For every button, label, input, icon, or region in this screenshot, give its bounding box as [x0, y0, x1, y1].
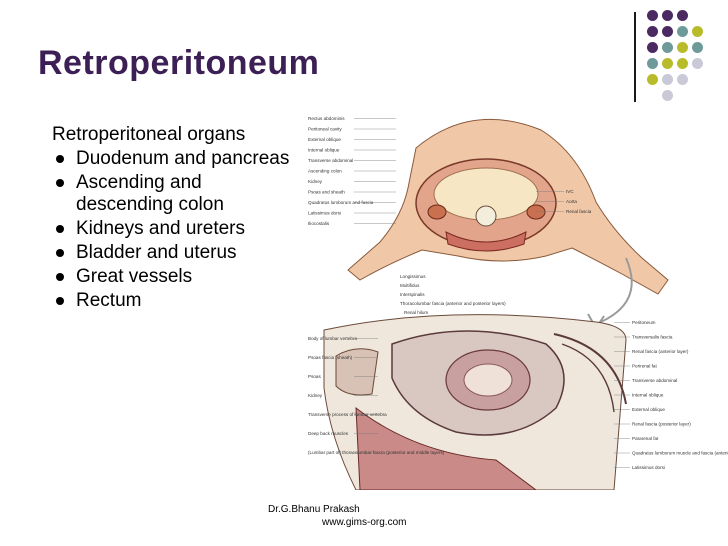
- slide-content: Retroperitoneal organs Duodenum and panc…: [52, 124, 292, 314]
- bullet-item: Ascending and descending colon: [52, 172, 292, 216]
- bullet-item: Kidneys and ureters: [52, 218, 292, 240]
- decorative-dot: [677, 74, 688, 85]
- figure-label: Transversalis fascia: [632, 335, 673, 340]
- decorative-dot: [692, 26, 703, 37]
- bullet-item: Bladder and uterus: [52, 242, 292, 264]
- decorative-dot: [647, 10, 658, 21]
- footer-author: Dr.G.Bhanu Prakash: [268, 504, 360, 515]
- bullet-item: Great vessels: [52, 266, 292, 288]
- slide-title: Retroperitoneum: [38, 44, 320, 82]
- decorative-dot: [647, 58, 658, 69]
- bullet-intro: Retroperitoneal organs: [52, 124, 246, 145]
- figure-label: Aorta: [566, 199, 577, 204]
- decorative-dot: [662, 58, 673, 69]
- cross-section-top: [347, 119, 669, 330]
- decorative-dot: [662, 42, 673, 53]
- figure-label: Latissimus dorsi: [308, 211, 341, 216]
- figure-label: Peritoneal cavity: [308, 127, 342, 132]
- decorative-dot: [647, 26, 658, 37]
- decorative-dot: [677, 10, 688, 21]
- figure-label: Kidney: [308, 393, 323, 398]
- decorative-dot: [677, 58, 688, 69]
- slide-footer: Dr.G.Bhanu Prakash www.gims-org.com: [268, 503, 406, 529]
- figure-label: Rectus abdominis: [308, 116, 345, 121]
- figure-label: Renal fascia (posterior layer): [632, 422, 691, 427]
- figure-label: Latissimus dorsi: [632, 465, 665, 470]
- figure-label: Multifidus: [400, 283, 420, 288]
- decorative-divider: [634, 12, 636, 102]
- figure-label: Psoas and sheath: [308, 190, 345, 195]
- decorative-dot: [647, 42, 658, 53]
- figure-label: Kidney: [308, 179, 323, 184]
- decorative-dot: [662, 26, 673, 37]
- figure-label: Renal fascia (anterior layer): [632, 349, 689, 354]
- figure-label: Thoracolumbar fascia (anterior and poste…: [400, 301, 506, 306]
- bullet-item: Rectum: [52, 290, 292, 312]
- figure-label: Deep back muscles: [308, 431, 349, 436]
- figure-label: Longissimus: [400, 274, 426, 279]
- decorative-dot: [662, 74, 673, 85]
- decorative-dot: [662, 10, 673, 21]
- figure-label: Perirenal fat: [632, 364, 657, 369]
- bullet-list: Duodenum and pancreas Ascending and desc…: [52, 148, 292, 312]
- figure-label: Ascending colon: [308, 169, 342, 174]
- figure-label: Transverse process of lumbar vertebra: [308, 412, 387, 417]
- figure-label: Quadratus lumborum muscle and fascia (an…: [632, 451, 728, 456]
- decorative-dot: [692, 42, 703, 53]
- decorative-dot: [677, 42, 688, 53]
- figure-label: IVC: [566, 189, 574, 194]
- figure-label: Renal fascia: [566, 209, 592, 214]
- figure-label: Internal oblique: [632, 393, 664, 398]
- figure-label: Transverse abdominal: [632, 378, 677, 383]
- figure-label: Internal oblique: [308, 148, 340, 153]
- figure-label: Interspinalis: [400, 292, 425, 297]
- figure-label: Iliocostalis: [308, 221, 330, 226]
- bullet-item: Duodenum and pancreas: [52, 148, 292, 170]
- decorative-dot-grid: [647, 10, 728, 106]
- figure-label: Renal hilum: [404, 310, 428, 315]
- decorative-dot: [662, 90, 673, 101]
- figure-label: Pararenal fat: [632, 436, 659, 441]
- figure-label: External oblique: [632, 407, 665, 412]
- decorative-dot: [692, 58, 703, 69]
- footer-url: www.gims-org.com: [322, 517, 407, 528]
- figure-label: External oblique: [308, 137, 341, 142]
- figure-label: Transverse abdominal: [308, 158, 353, 163]
- figure-label: Quadratus lumborum and fascia: [308, 200, 374, 205]
- figure-label: Psoas: [308, 374, 321, 379]
- figure-label: Body of lumbar vertebra: [308, 336, 357, 341]
- figure-label: Peritoneum: [632, 320, 656, 325]
- cross-section-bottom: [323, 314, 627, 490]
- figure-label: Psoas fascia (sheath): [308, 355, 353, 360]
- decorative-dot: [647, 74, 658, 85]
- decorative-dot: [677, 26, 688, 37]
